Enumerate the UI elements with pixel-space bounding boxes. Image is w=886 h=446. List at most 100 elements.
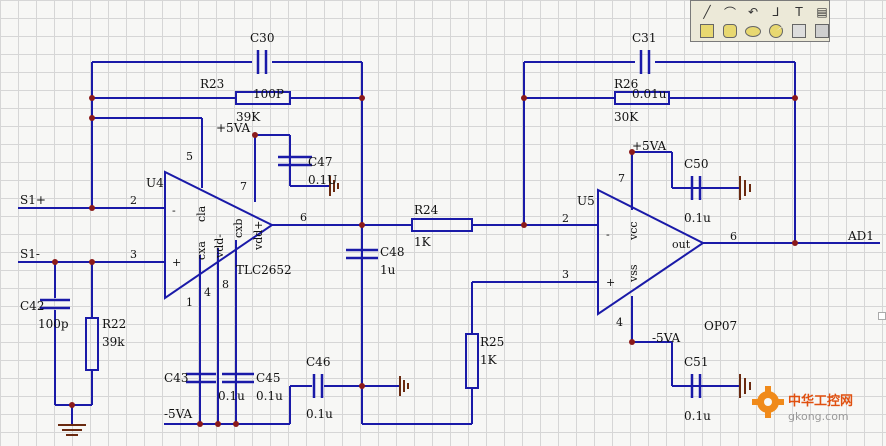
value-c50: 0.1u [684,211,711,225]
label-vcc-plus-5va-right: +5VA [632,139,667,153]
label-c46: C46 [306,355,330,369]
capacitor-c46 [312,374,324,398]
watermark-logo: 中华工控网 gkong.com [752,380,882,440]
ground-symbol-c50 [739,176,751,200]
value-r23-39k: 39K [236,110,261,124]
capacitor-c51 [690,374,702,398]
resistor-r25 [465,333,479,389]
opamp-u5 [597,188,705,316]
u4-pin-7: 7 [240,180,247,193]
capacitor-c48 [346,248,378,260]
capacitor-c42 [40,298,70,310]
capacitor-c50 [690,176,702,200]
u5-pin-name-out: out [672,238,691,251]
value-r26-30k: 30K [614,110,639,124]
value-r23-100p: 100P [253,87,284,101]
line-tool-icon[interactable]: ╱ [703,5,711,19]
label-u5-model: OP07 [704,319,737,333]
label-u4: U4 [146,176,164,190]
u5-pin-2: 2 [562,212,569,225]
u4-pin-8: 8 [222,278,229,291]
bezier-tool-icon[interactable]: ⅃ [772,5,780,19]
u5-pin-name-vss: vss [627,264,640,283]
value-r25: 1K [480,353,498,367]
u4-pin-5: 5 [186,150,193,163]
array-paste-tool-icon[interactable] [812,22,832,40]
image-tool-icon[interactable] [789,22,809,40]
label-c43: C43 [164,371,188,385]
capacitor-c45 [222,372,254,384]
value-r26-001u: 0.01u [632,87,667,101]
label-r25: R25 [480,335,504,349]
u4-pin-2: 2 [130,194,137,207]
u4-pin-1: 1 [186,296,193,309]
u5-pin-3: 3 [562,268,569,281]
value-c42: 100p [38,317,69,331]
capacitor-c47 [278,135,312,167]
u4-plus-input: + [172,256,181,269]
u5-pin-4: 4 [616,316,623,329]
label-r24: R24 [414,203,439,217]
value-r22: 39k [102,335,125,349]
watermark-cn-text: 中华工控网 [788,394,854,409]
value-r24: 1K [414,235,432,249]
label-c31: C31 [632,31,656,45]
u5-pin-6: 6 [730,230,737,243]
pie-tool-icon[interactable] [766,22,786,40]
u4-pin-name-cxb: cxb [232,219,245,238]
drawing-toolbar: ╱ ⌒ ↶ ⅃ T ▤ [690,0,830,42]
u5-pin-name-vcc: vcc [627,221,640,241]
resistor-r26 [614,91,670,105]
label-vee-minus-5va-left: -5VA [164,407,193,421]
label-r23: R23 [200,77,224,91]
scrollbar-thumb[interactable] [878,312,886,320]
label-c45: C45 [256,371,280,385]
label-vee-minus-5va-right: -5VA [652,331,681,345]
u5-plus-input: + [606,276,615,289]
watermark-en-text: gkong.com [788,410,849,423]
label-c30: C30 [250,31,274,45]
resistor-r24 [411,218,473,232]
ellipse-tool-icon[interactable] [743,22,763,40]
wires-right-stage [471,61,880,424]
label-u5: U5 [577,194,595,208]
resistor-r23 [235,91,291,105]
ground-symbol-c46 [399,376,409,396]
u5-pin-7: 7 [618,172,625,185]
value-c51: 0.1u [684,409,711,423]
ground-symbol-bottom [58,424,86,436]
text-frame-tool-icon[interactable]: ▤ [816,5,828,19]
label-u4-model: TLC2652 [236,263,292,277]
curve-tool-icon[interactable]: ↶ [747,5,759,19]
label-vcc-plus-5va-left: +5VA [216,121,251,135]
label-r26: R26 [614,77,638,91]
rectangle-tool-icon[interactable] [697,22,717,40]
label-c42: C42 [20,299,44,313]
text-tool-icon[interactable]: T [795,5,803,19]
junction-dots [52,95,798,427]
resistor-r22 [85,317,99,371]
value-c43: 0.1u [218,389,245,403]
u4-pin-3: 3 [130,248,137,261]
value-c45: 0.1u [256,389,283,403]
net-label-s1-plus: S1+ [20,193,46,207]
net-label-ad1: AD1 [847,229,874,243]
arc-tool-icon[interactable]: ⌒ [723,5,736,20]
u4-pin-name-vdd-minus: vdd- [213,234,226,259]
gear-logo-icon [752,386,784,418]
u5-minus-input: - [606,228,610,241]
opamp-u4 [164,170,274,300]
capacitor-c31 [639,50,651,74]
u4-pin-name-vdd-plus: vdd+ [252,220,265,251]
label-c48: C48 [380,245,404,259]
net-label-s1-minus: S1- [20,247,40,261]
ground-symbol-c47 [329,176,339,196]
label-c47: C47 [308,155,332,169]
u4-minus-input: - [172,204,176,217]
u4-pin-4: 4 [204,286,211,299]
capacitor-c43 [186,372,216,384]
rounded-rectangle-tool-icon[interactable] [720,22,740,40]
u4-pin-name-cla: cla [195,205,208,222]
label-c50: C50 [684,157,708,171]
